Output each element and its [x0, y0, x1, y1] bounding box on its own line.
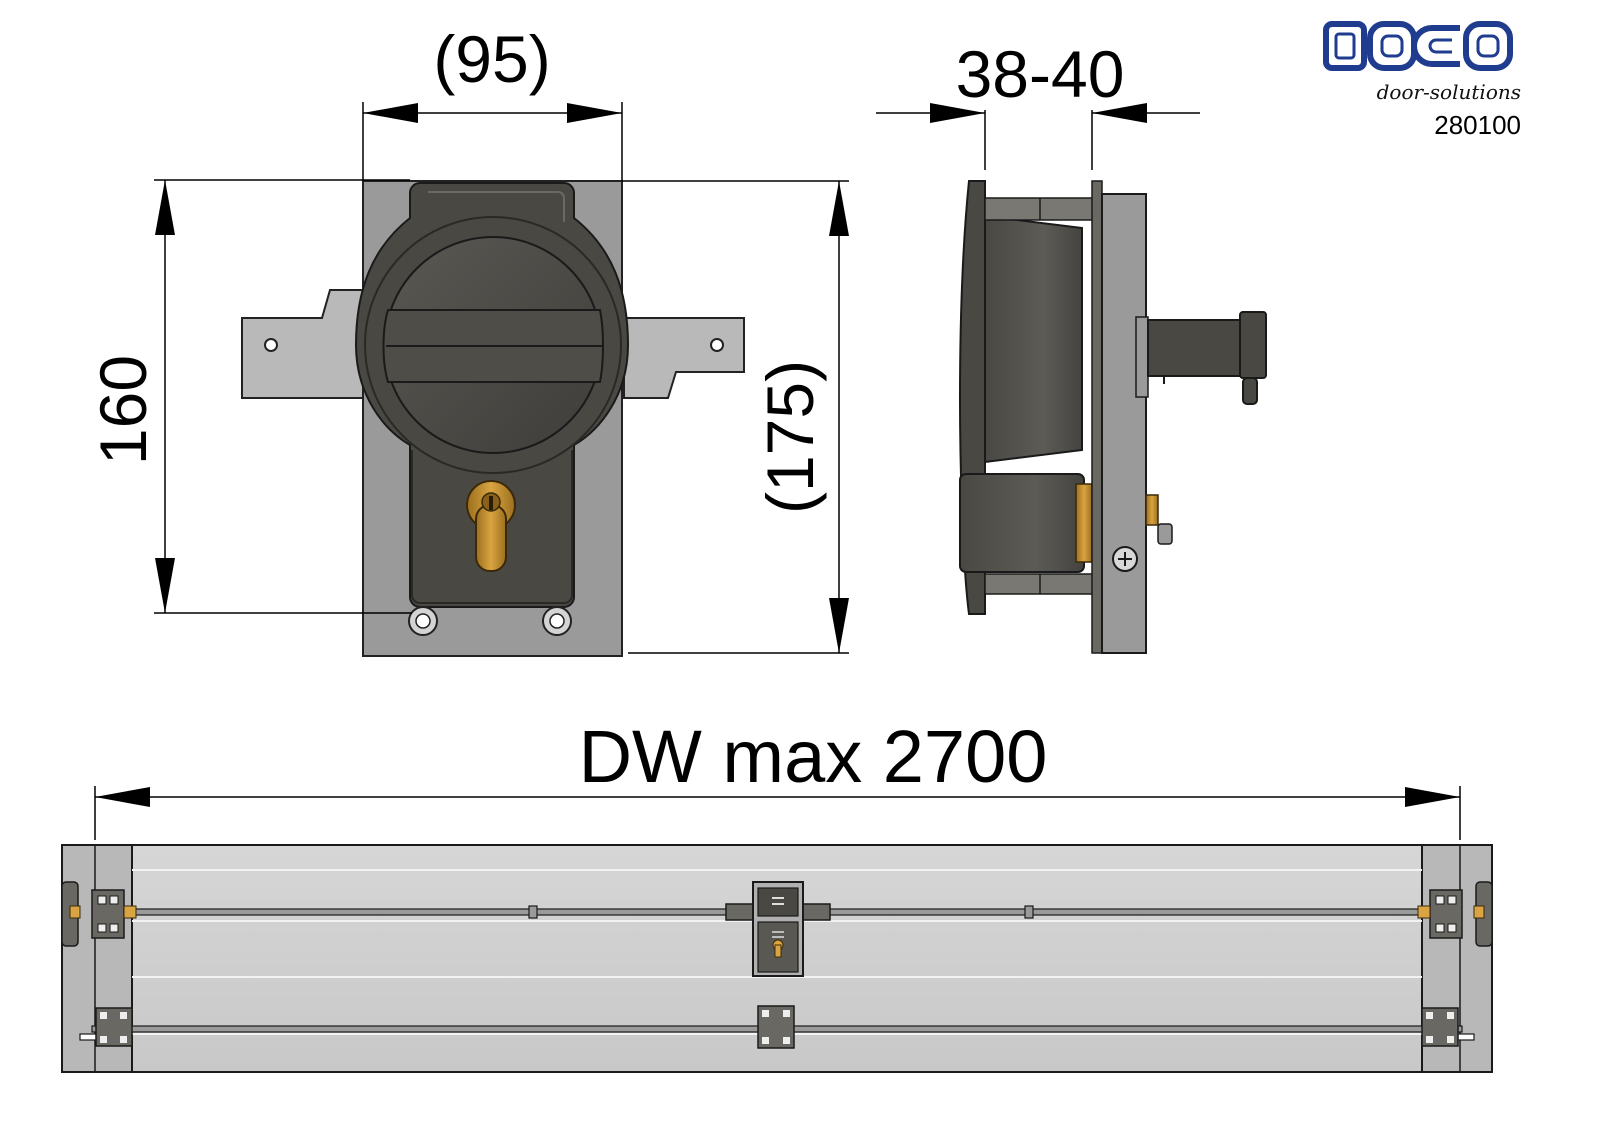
bracket-hole-left: [264, 338, 278, 352]
dimension-label-width-front: (95): [433, 22, 550, 96]
dimension-thickness: [876, 103, 1200, 170]
side-lock-right: [1417, 881, 1493, 947]
doco-logo: door-solutions 280100: [1323, 21, 1521, 140]
door-width-dimension: [94, 786, 1461, 840]
dimension-label-door-width: DW max 2700: [579, 715, 1048, 798]
screw-bottom-right: [542, 606, 572, 636]
phillips-screw-icon: [1112, 546, 1138, 572]
dimension-label-height-plate: (175): [753, 360, 827, 514]
bracket-hole-right: [710, 338, 724, 352]
lower-guide-center: [757, 1005, 795, 1049]
logo-tagline: door-solutions: [1377, 80, 1521, 104]
key-cylinder: [466, 480, 516, 572]
door-panel: [61, 844, 1493, 1073]
logo-mark: [1323, 21, 1513, 71]
side-view: [958, 180, 1267, 654]
side-handle-body: [984, 214, 1083, 464]
dimension-width-front: [362, 102, 623, 181]
side-cylinder-body: [959, 473, 1085, 573]
dimension-height-plate: [622, 180, 849, 654]
side-door-leaf: [1091, 180, 1103, 654]
dimension-height-handle: [154, 179, 412, 614]
central-lock-case: [725, 881, 831, 977]
side-inner-plate: [1101, 193, 1147, 654]
dimension-label-height-handle: 160: [86, 355, 160, 465]
screw-bottom-left: [408, 606, 438, 636]
logo-code: 280100: [1434, 110, 1521, 140]
side-lock-left: [61, 881, 137, 947]
side-latch: [1135, 311, 1267, 405]
lower-guide-right: [1421, 1007, 1459, 1047]
front-view: [241, 180, 745, 657]
dimension-label-thickness: 38-40: [956, 37, 1125, 111]
lower-guide-left: [95, 1007, 133, 1047]
